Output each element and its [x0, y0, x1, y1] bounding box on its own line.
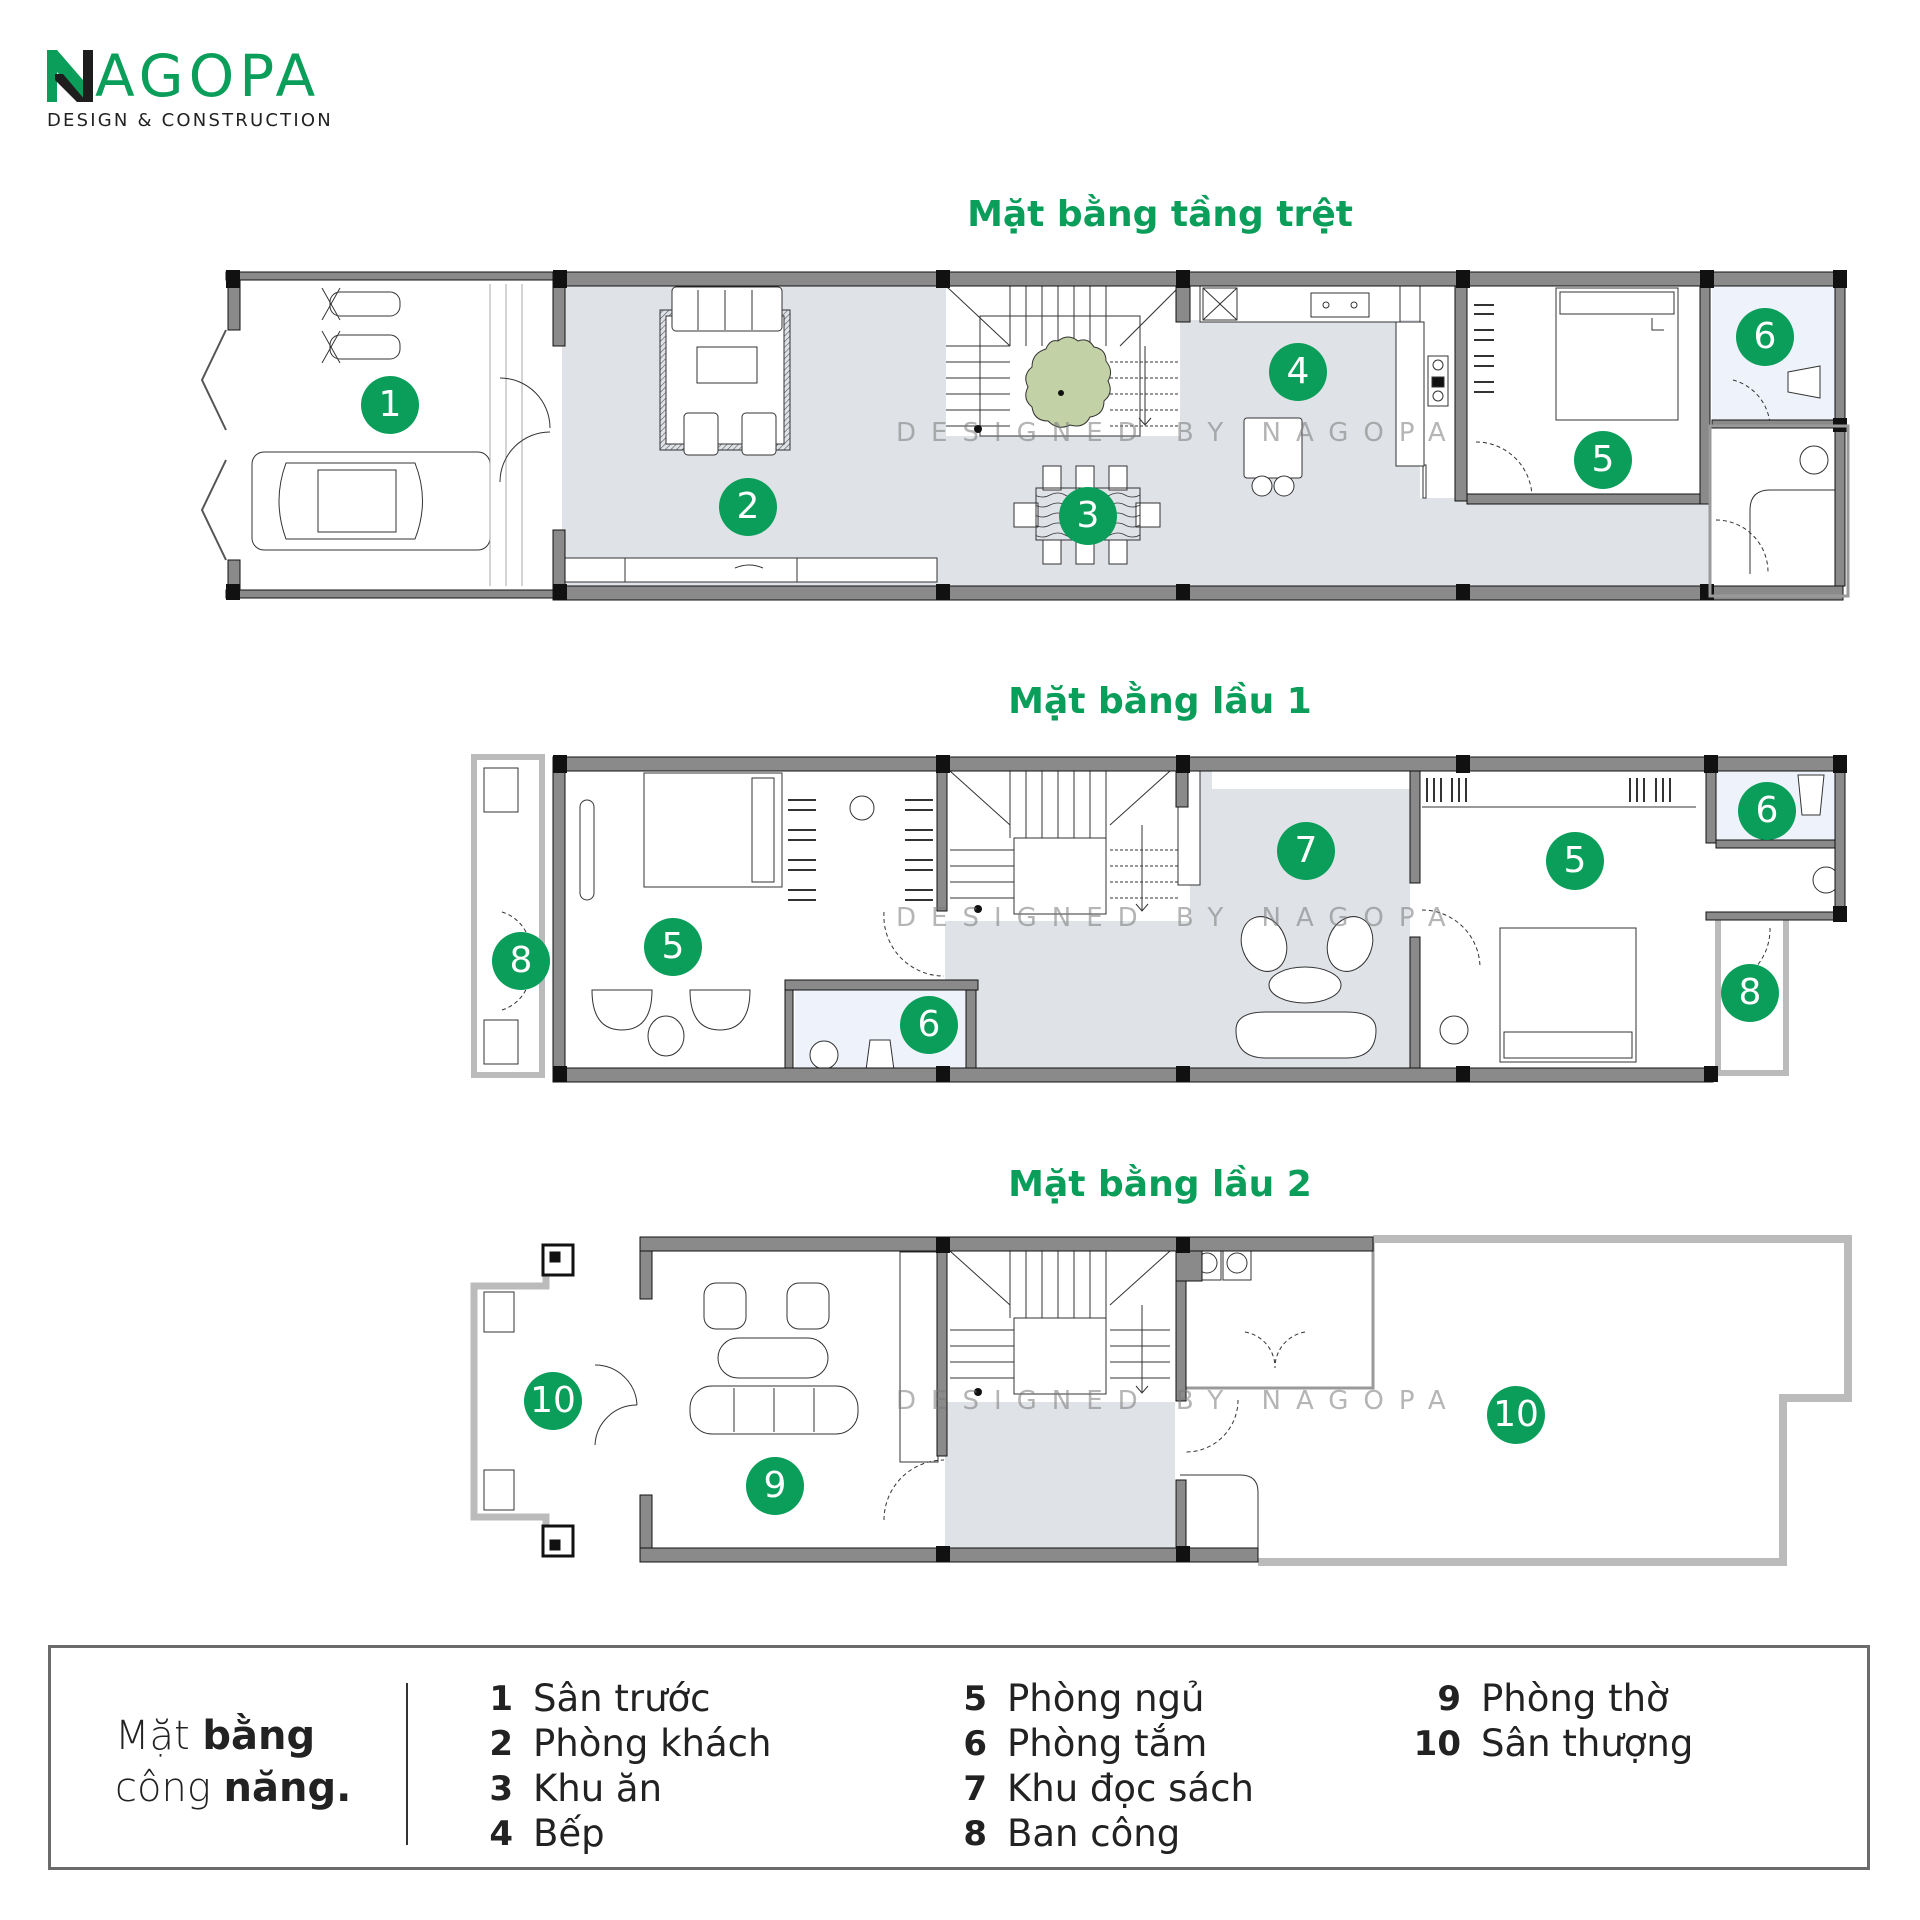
- legend-divider: [406, 1683, 408, 1845]
- floor-plans-drawing: [200, 270, 1852, 1566]
- room-badge-phong-ngu: 5: [1574, 431, 1632, 489]
- room-badge-ban-cong-rear: 8: [1721, 964, 1779, 1022]
- watermark-level-2: DESIGNED BY NAGOPA: [896, 1386, 1461, 1416]
- car-icon: [251, 451, 491, 551]
- tree-icon: [1025, 336, 1112, 428]
- bed-icon: [1555, 287, 1679, 421]
- watermark-ground: DESIGNED BY NAGOPA: [896, 418, 1461, 448]
- room-badge-phong-tam: 6: [1736, 308, 1794, 366]
- room-badge-phong-ngu-front: 5: [644, 918, 702, 976]
- floor-title-level-1: Mặt bằng lầu 1: [1008, 681, 1312, 722]
- room-badge-phong-tam-rear: 6: [1738, 782, 1796, 840]
- room-badge-san-thuong-rear: 10: [1487, 1386, 1545, 1444]
- brand-tagline: DESIGN & CONSTRUCTION: [47, 110, 333, 131]
- room-badge-phong-tho: 9: [746, 1457, 804, 1515]
- room-badge-khu-an: 3: [1059, 487, 1117, 545]
- watermark-level-1: DESIGNED BY NAGOPA: [896, 903, 1461, 933]
- floor-title-ground: Mặt bằng tầng trệt: [967, 194, 1353, 235]
- room-badge-khu-doc-sach: 7: [1277, 822, 1335, 880]
- planter-box-icon: [541, 1243, 575, 1558]
- motorbike-icon: [321, 287, 401, 364]
- living-sofa-icon: [659, 286, 791, 456]
- room-badge-san-truoc: 1: [361, 376, 419, 434]
- logo-n-mark-icon: [47, 50, 93, 102]
- kitchen-counter: [1180, 285, 1449, 499]
- room-badge-ban-cong-front: 8: [492, 932, 550, 990]
- floor-title-level-2: Mặt bằng lầu 2: [1008, 1164, 1312, 1205]
- brand-logo: AGOPA DESIGN & CONSTRUCTION: [47, 46, 387, 136]
- level-2-plan: [470, 1235, 1852, 1566]
- room-badge-san-thuong-front: 10: [524, 1372, 582, 1430]
- ground-floor-plan: [200, 270, 1850, 601]
- brand-wordmark: AGOPA: [47, 46, 320, 106]
- room-badge-bep: 4: [1269, 343, 1327, 401]
- legend-title: Mặt bằng công năng.: [115, 1713, 352, 1811]
- room-badge-phong-khach: 2: [719, 478, 777, 536]
- room-badge-phong-tam-front: 6: [900, 996, 958, 1054]
- room-badge-phong-ngu-rear: 5: [1546, 832, 1604, 890]
